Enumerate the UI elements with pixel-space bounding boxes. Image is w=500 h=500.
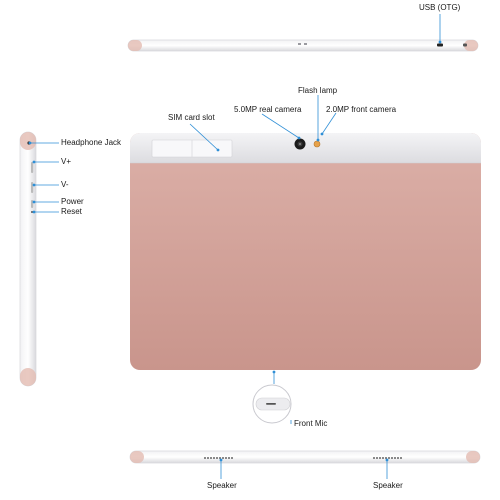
volume-down-key <box>31 182 34 193</box>
label-power: Power <box>61 197 84 206</box>
label-speaker-right: Speaker <box>373 481 403 490</box>
speaker-grille-right <box>373 457 402 459</box>
mic-slot <box>266 403 276 405</box>
front-mic-magnifier <box>252 384 292 424</box>
label-speaker-left: Speaker <box>207 481 237 490</box>
usb-port <box>437 43 443 47</box>
volume-up-key <box>31 162 34 173</box>
label-front-camera: 2.0MP front camera <box>326 105 397 114</box>
label-sim-card-slot: SIM card slot <box>168 113 215 122</box>
label-real-camera: 5.0MP real camera <box>234 105 302 114</box>
back-panel <box>130 95 481 384</box>
label-reset: Reset <box>61 207 82 216</box>
label-v-plus: V+ <box>61 157 72 166</box>
label-usb-otg: USB (OTG) <box>419 3 461 12</box>
label-headphone-jack: Headphone Jack <box>61 138 122 147</box>
label-flash-lamp: Flash lamp <box>298 86 338 95</box>
top-edge-view <box>127 14 479 52</box>
side-edge-view <box>19 131 59 387</box>
reset-hole <box>31 211 33 213</box>
label-v-minus: V- <box>61 180 69 189</box>
label-front-mic: Front Mic <box>294 419 328 428</box>
speaker-grille-left <box>204 457 233 459</box>
flash-lamp-led <box>313 140 321 148</box>
bottom-edge-view <box>129 450 481 479</box>
